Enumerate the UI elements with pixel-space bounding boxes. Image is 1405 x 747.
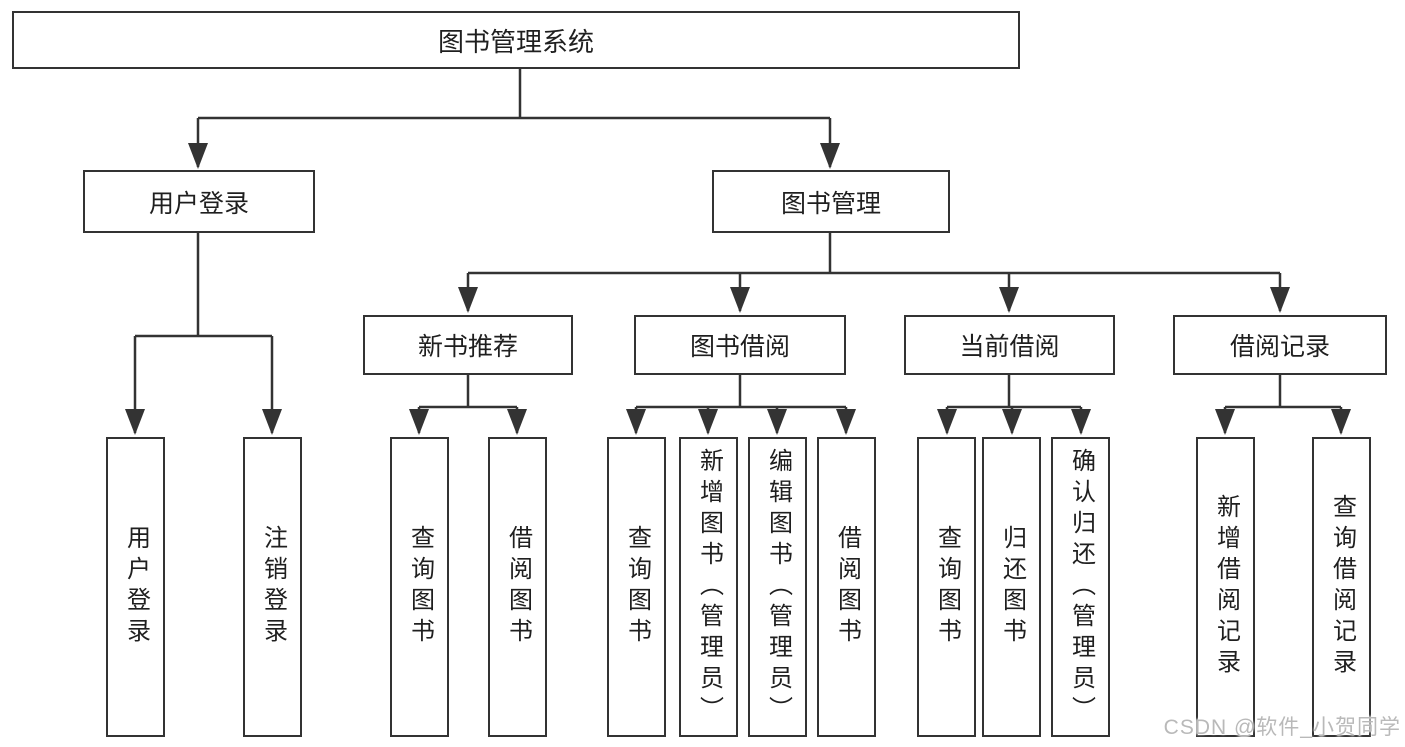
leaf-query-borrow-record: 查询借阅记录 [1312, 437, 1371, 737]
leaf-label: 查询图书 [623, 525, 651, 649]
node-label: 新书推荐 [417, 333, 518, 361]
leaf-label: 借阅图书 [833, 525, 861, 649]
leaf-label: 编辑图书（管理员） [764, 447, 792, 727]
node-label: 图书借阅 [689, 333, 790, 361]
node-user-login-module: 用户登录 [83, 170, 315, 233]
node-borrowing-records: 借阅记录 [1173, 315, 1387, 375]
node-current-borrowing: 当前借阅 [904, 315, 1115, 375]
leaf-add-books-admin: 新增图书（管理员） [679, 437, 738, 737]
leaf-label: 新增借阅记录 [1212, 494, 1240, 680]
node-label: 借阅记录 [1229, 333, 1330, 361]
node-label: 图书管理 [780, 189, 881, 218]
leaf-label: 新增图书（管理员） [695, 447, 723, 727]
node-label: 当前借阅 [959, 333, 1060, 361]
leaf-edit-books-admin: 编辑图书（管理员） [748, 437, 807, 737]
node-label: 图书管理系统 [437, 26, 594, 57]
leaf-label: 注销登录 [259, 525, 287, 649]
csdn-watermark: CSDN @软件_小贺同学 [1163, 716, 1401, 739]
node-book-management-module: 图书管理 [712, 170, 950, 233]
leaf-borrow-books-recommend: 借阅图书 [488, 437, 547, 737]
leaf-query-books-current: 查询图书 [917, 437, 976, 737]
leaf-label: 查询图书 [406, 525, 434, 649]
leaf-label: 借阅图书 [504, 525, 532, 649]
leaf-label: 用户登录 [122, 525, 150, 649]
connector-trunks [135, 69, 1341, 409]
node-new-book-recommendation: 新书推荐 [363, 315, 573, 375]
leaf-query-books-borrowing: 查询图书 [607, 437, 666, 737]
node-label: 用户登录 [148, 189, 249, 218]
leaf-query-books-recommend: 查询图书 [390, 437, 449, 737]
leaf-add-borrow-record: 新增借阅记录 [1196, 437, 1255, 737]
leaf-borrow-books-borrowing: 借阅图书 [817, 437, 876, 737]
leaf-label: 归还图书 [998, 525, 1026, 649]
node-library-management-system: 图书管理系统 [12, 11, 1020, 69]
leaf-return-books: 归还图书 [982, 437, 1041, 737]
leaf-user-login: 用户登录 [106, 437, 165, 737]
leaf-label: 确认归还（管理员） [1067, 447, 1095, 727]
leaf-logout: 注销登录 [243, 437, 302, 737]
node-book-borrowing: 图书借阅 [634, 315, 846, 375]
leaf-label: 查询借阅记录 [1328, 494, 1356, 680]
connector-arrows [125, 118, 1351, 435]
leaf-label: 查询图书 [933, 525, 961, 649]
leaf-confirm-return-admin: 确认归还（管理员） [1051, 437, 1110, 737]
